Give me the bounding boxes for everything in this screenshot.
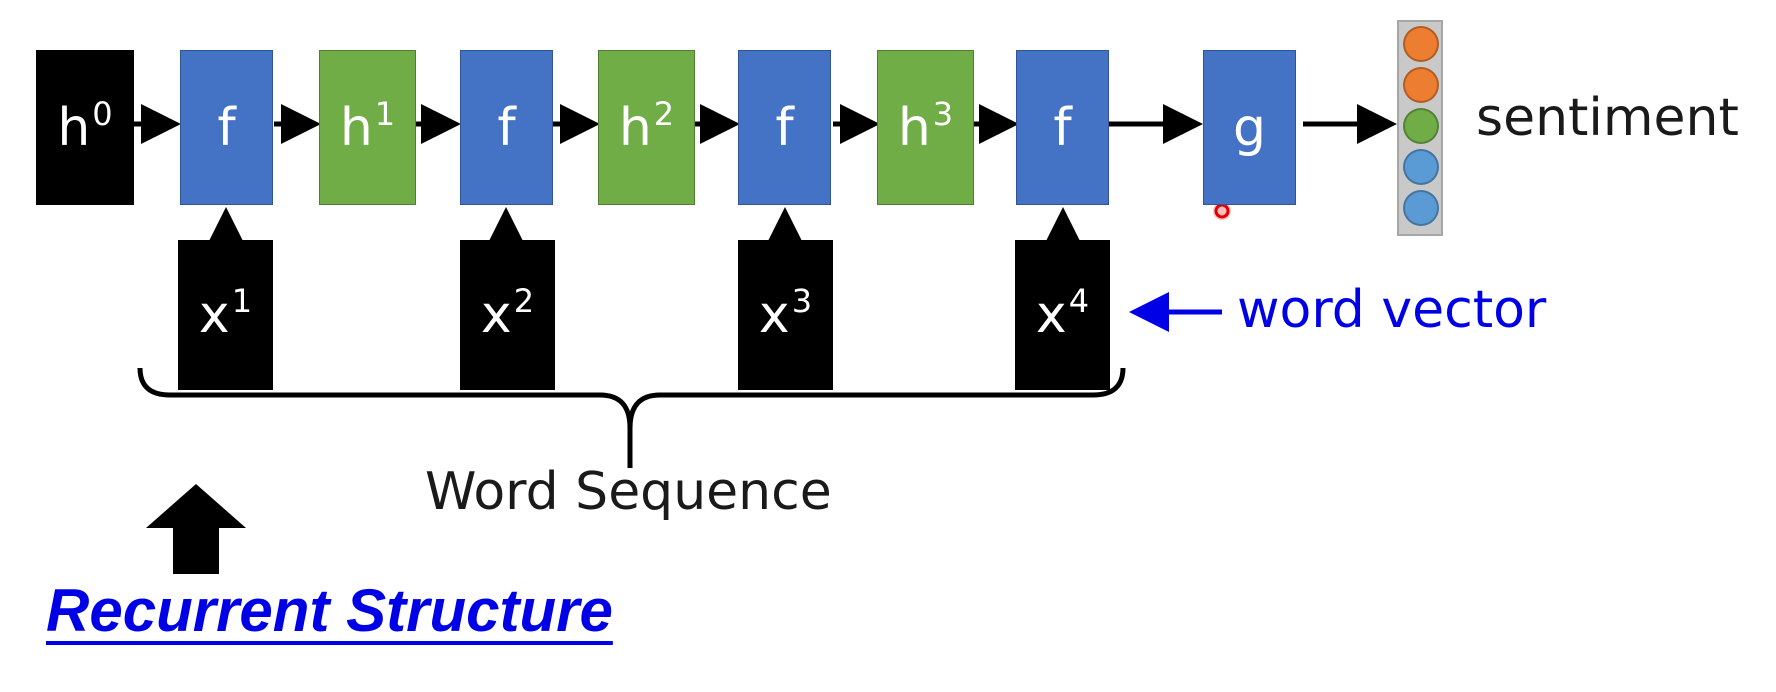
input-x3-sup: 3 (791, 282, 813, 320)
node-g: g (1203, 50, 1296, 205)
node-f4-label: f (1053, 97, 1072, 158)
node-h0-base: h (57, 97, 91, 158)
node-f3: f (738, 50, 831, 205)
node-g-label: g (1232, 97, 1266, 158)
input-x3-base: x (758, 285, 790, 345)
red-cursor-icon (1213, 202, 1231, 220)
recurrent-structure-link[interactable]: Recurrent Structure (46, 577, 613, 644)
output-dot (1403, 149, 1439, 185)
curly-brace (137, 367, 1126, 468)
node-f2-label: f (497, 97, 516, 158)
node-f4: f (1016, 50, 1109, 205)
output-dot (1403, 26, 1439, 62)
node-h1-sup: 1 (374, 94, 396, 133)
up-arrow-icon (146, 484, 246, 574)
output-dot (1403, 67, 1439, 103)
input-x4-base: x (1035, 285, 1067, 345)
node-f3-label: f (775, 97, 794, 158)
node-h0-sup: 0 (92, 94, 113, 133)
sentiment-label: sentiment (1476, 88, 1739, 148)
word-sequence-label: Word Sequence (425, 462, 832, 522)
node-f2: f (460, 50, 553, 205)
input-x2-sup: 2 (513, 282, 535, 320)
node-h3-sup: 3 (932, 94, 954, 133)
node-h1-base: h (339, 97, 373, 158)
input-x1-base: x (198, 285, 230, 345)
node-f1-label: f (217, 97, 236, 158)
output-dot (1403, 190, 1439, 226)
output-vector (1397, 20, 1443, 236)
node-h3-base: h (897, 97, 931, 158)
input-arrows (206, 207, 1083, 247)
node-h2-sup: 2 (653, 94, 675, 133)
output-dot (1403, 108, 1439, 144)
word-vector-label: word vector (1237, 280, 1547, 340)
node-h2-base: h (618, 97, 652, 158)
input-x4-sup: 4 (1068, 282, 1090, 320)
node-f1: f (180, 50, 273, 205)
input-x2-base: x (480, 285, 512, 345)
input-x1-sup: 1 (231, 282, 253, 320)
